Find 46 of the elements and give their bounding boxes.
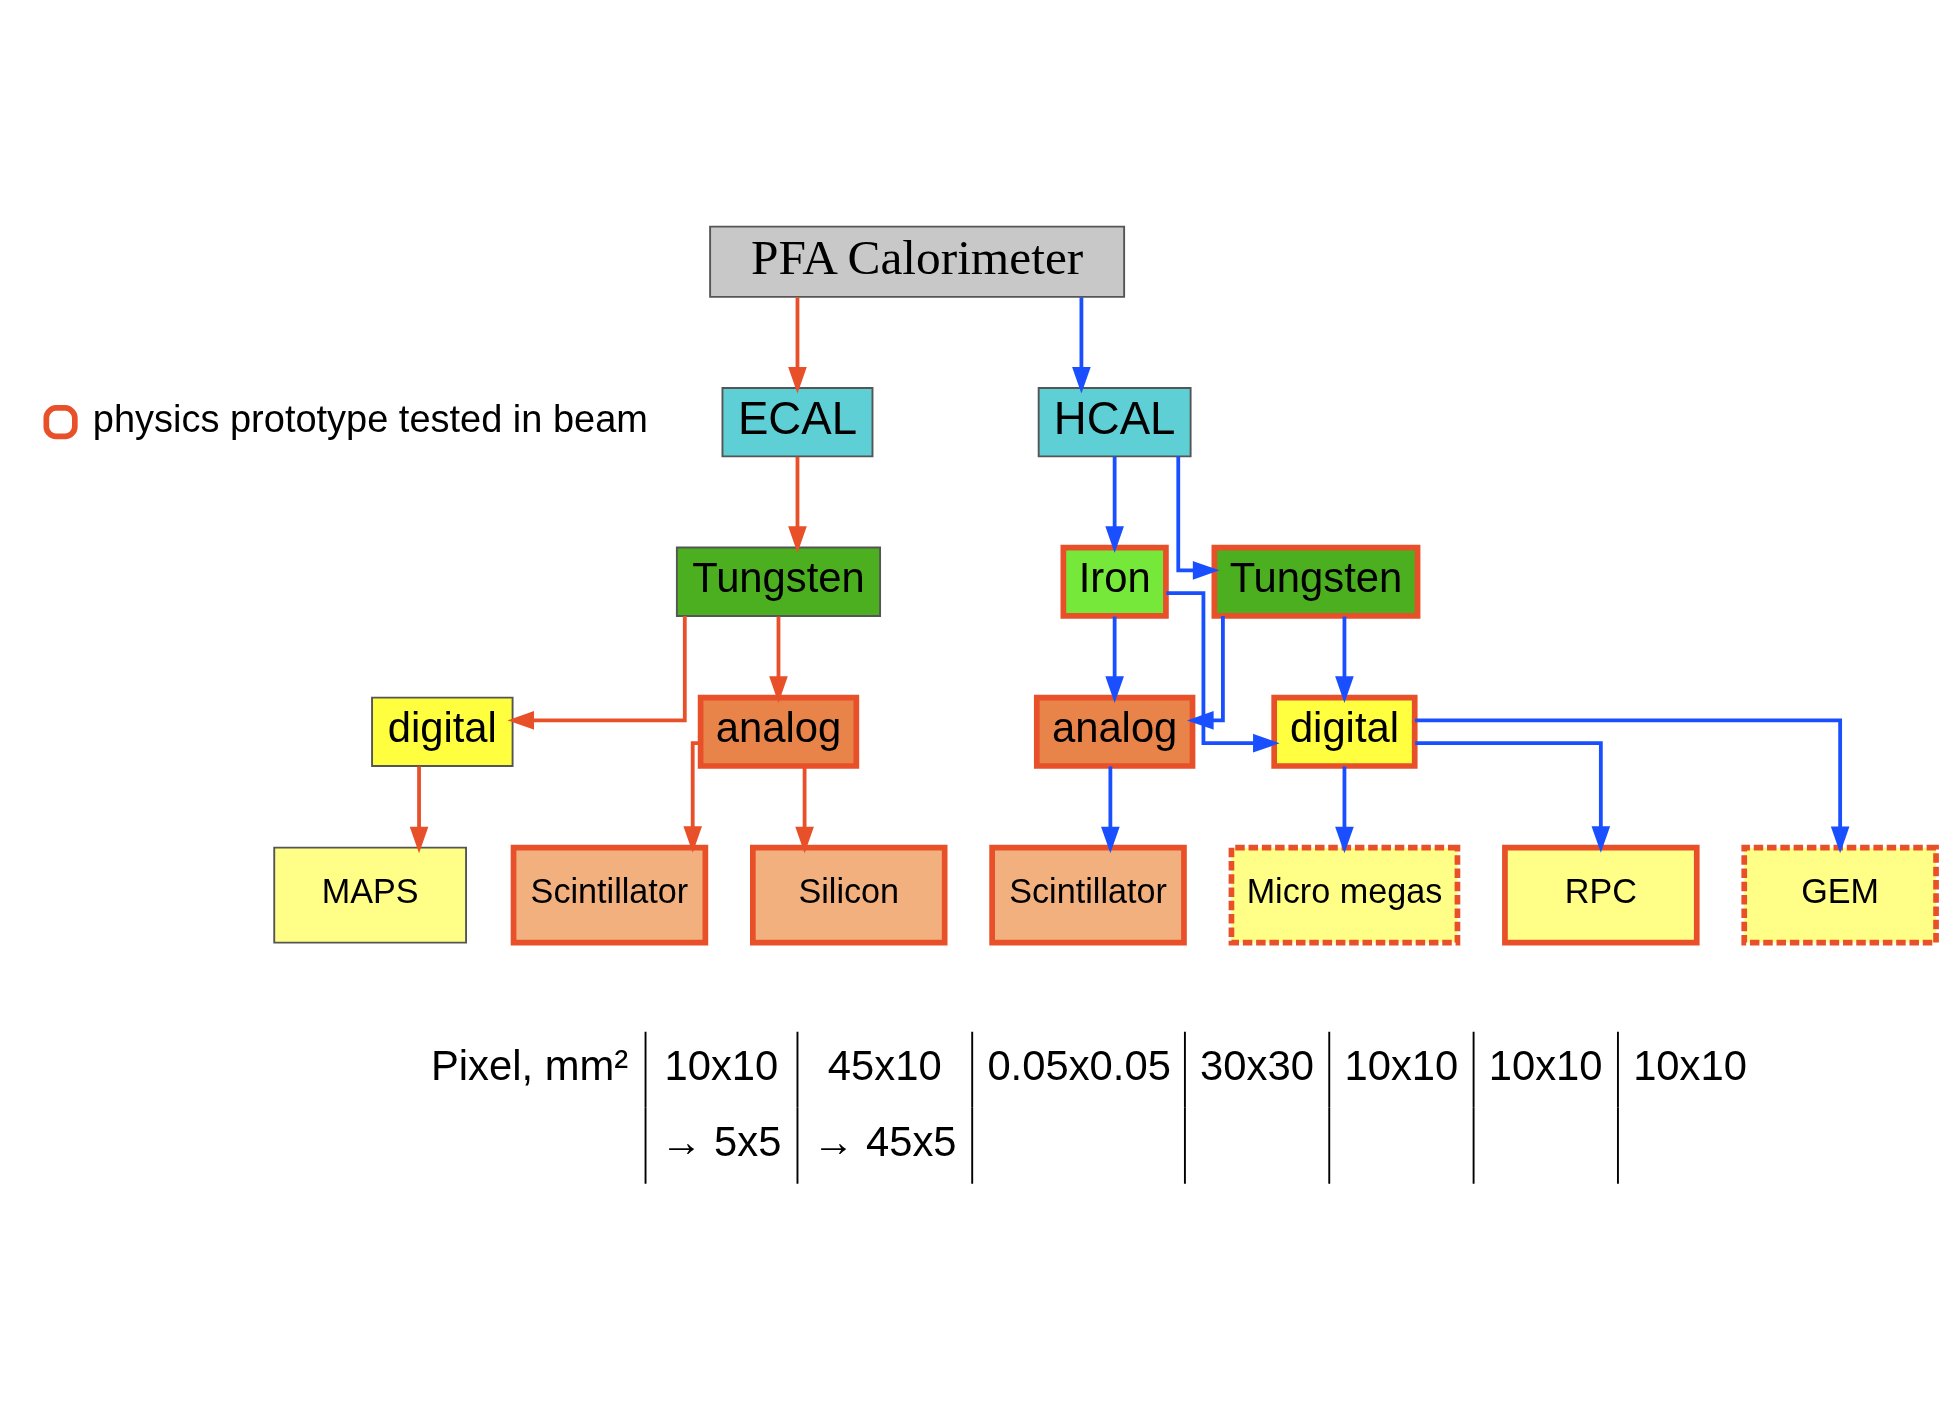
arrow [683, 741, 702, 853]
arrow [507, 616, 687, 730]
node-box: PFA Calorimeter [709, 225, 1126, 298]
label: 10x10 [1344, 1042, 1459, 1090]
label: Pixel, mm² [430, 1042, 629, 1090]
node-box: digital [371, 696, 514, 767]
arrow [1105, 616, 1124, 703]
arrow [1415, 741, 1611, 853]
arrow [1187, 616, 1225, 730]
arrow [1335, 616, 1354, 703]
node-box: Tungsten [675, 546, 882, 617]
label: 10x10 [1633, 1042, 1747, 1090]
arrow [788, 456, 807, 553]
node-box: Silicon [750, 844, 948, 946]
label: → 45x5 [812, 1118, 957, 1166]
arrow [1101, 766, 1120, 854]
arrow [795, 766, 814, 854]
label: 10x10 [1488, 1042, 1603, 1090]
arrow [788, 297, 807, 394]
node-box: MAPS [273, 846, 467, 944]
arrow [1166, 591, 1280, 753]
node-box: RPC [1502, 844, 1700, 946]
node-box: ECAL [721, 387, 874, 458]
node-box: Iron [1060, 544, 1169, 619]
legend-label: physics prototype tested in beam [92, 397, 648, 440]
node-box: digital [1271, 694, 1418, 769]
node-box: analog [1033, 694, 1196, 769]
node-box: GEM [1741, 844, 1939, 946]
arrow [409, 766, 429, 854]
node-box: Micro megas [1228, 844, 1461, 946]
arrow [1335, 766, 1354, 854]
node-box: Tungsten [1211, 544, 1421, 619]
arrow [1414, 718, 1850, 854]
node-box: analog [697, 694, 860, 769]
arrow [769, 616, 788, 703]
label: 30x30 [1200, 1042, 1314, 1090]
label: 10x10 [664, 1042, 779, 1090]
label: → 5x5 [660, 1118, 782, 1166]
arrow [1105, 456, 1124, 553]
node-box: HCAL [1037, 387, 1192, 458]
node-box: Scintillator [989, 844, 1187, 946]
node-box: Scintillator [510, 844, 709, 946]
arrow [1176, 456, 1220, 580]
label: 45x10 [827, 1042, 942, 1090]
arrow [1072, 297, 1091, 394]
label: 0.05x0.05 [987, 1042, 1171, 1090]
